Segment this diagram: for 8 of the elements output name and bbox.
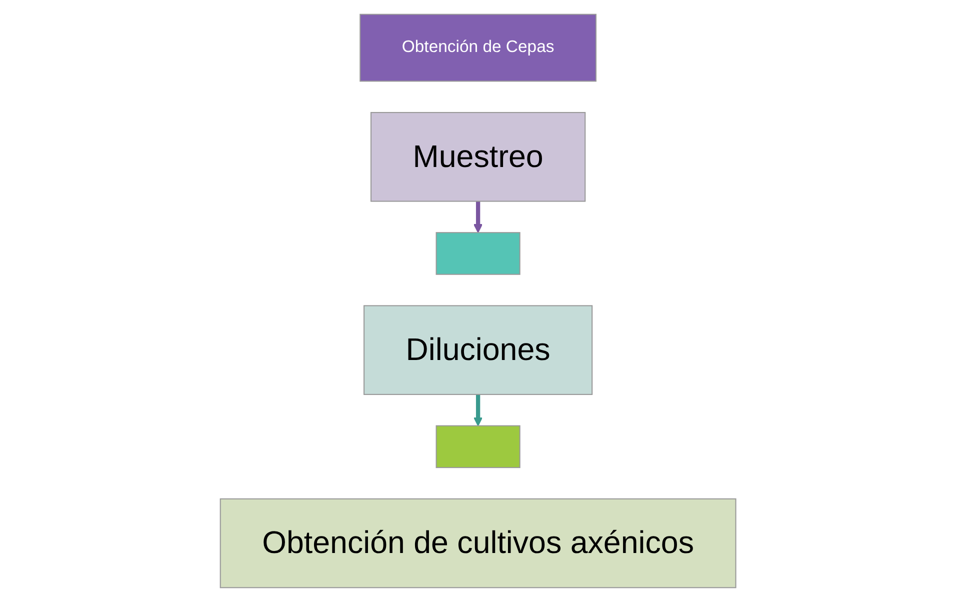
node-box: Diluciones (363, 304, 593, 394)
arrow (473, 394, 483, 426)
node-box (436, 232, 520, 274)
node-box: Obtención de Cepas (360, 13, 596, 82)
arrow (473, 200, 483, 233)
node-box (436, 424, 520, 468)
node-box: Obtención de cultivos axénicos (220, 498, 736, 588)
node-box: Muestreo (370, 111, 586, 202)
